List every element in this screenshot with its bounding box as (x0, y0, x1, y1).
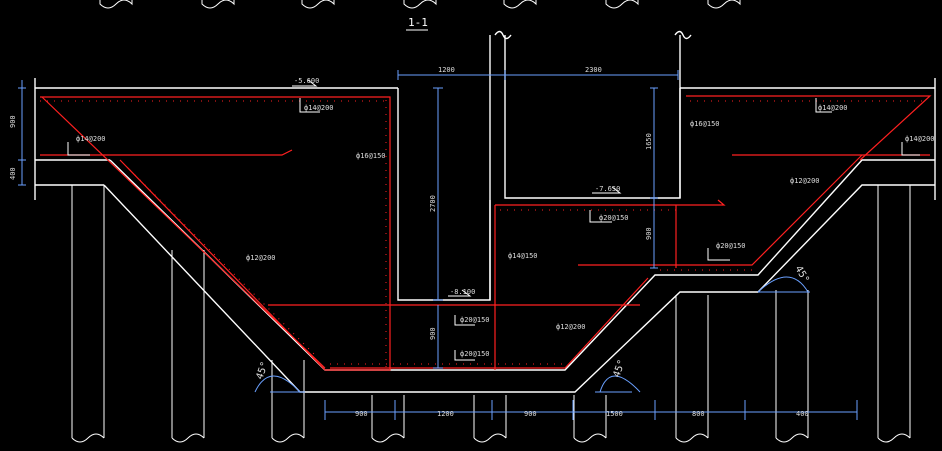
rebar-label-9: ф12@200 (790, 177, 820, 185)
rebar-label-14: ф20@150 (460, 350, 490, 358)
dim-height-lower: 900 (429, 327, 437, 340)
pile-8 (775, 290, 809, 443)
dim-depth-mid: 2700 (429, 195, 437, 212)
pile-2 (171, 250, 205, 443)
dim-bottom-3: 900 (524, 410, 537, 418)
rebar-label-3: ф14@200 (818, 104, 848, 112)
elev-top: -5.600 (294, 77, 319, 85)
rebar-label-1: ф14@200 (304, 104, 334, 112)
rebar-label-6: ф16@150 (690, 120, 720, 128)
rebar-bottom (330, 277, 649, 369)
dim-bottom-1: 900 (355, 410, 368, 418)
dim-bottom (324, 400, 858, 420)
dim-bottom-6: 400 (796, 410, 809, 418)
rebar-label-4: ф14@200 (905, 135, 935, 143)
elev-right-step: -7.650 (595, 185, 620, 193)
dim-lower-v (433, 305, 443, 369)
rebar-label-5: ф16@150 (356, 152, 386, 160)
rebar-ticks (40, 100, 928, 368)
pile-tops (99, 0, 741, 9)
rebar-label-8: ф12@200 (246, 254, 276, 262)
rebar-step (495, 199, 726, 206)
dim-height-left-top: 900 (9, 115, 17, 128)
angle-arc-right (595, 375, 641, 393)
dim-height-right-step: 900 (645, 227, 653, 240)
piles (71, 185, 911, 443)
dim-bottom-5: 800 (692, 410, 705, 418)
rebar-label-12: ф20@150 (716, 242, 746, 250)
rebar-label-10: ф12@200 (556, 323, 586, 331)
elev-bottom-step: -8.100 (450, 288, 475, 296)
dim-left (18, 80, 26, 186)
rebar-diagonal-left (41, 96, 326, 369)
dimension-lines (18, 70, 858, 420)
rebar-label-2: ф14@200 (76, 135, 106, 143)
angle-arc-left (254, 375, 305, 393)
pile-1 (71, 185, 105, 443)
pile-5 (473, 395, 507, 443)
leaders (67, 79, 920, 361)
dim-upper-left: 1200 (438, 66, 455, 74)
dim-top (397, 70, 679, 80)
basin-inner (109, 159, 935, 371)
rebar-label-7: ф14@150 (508, 252, 538, 260)
dim-center-v (433, 87, 443, 301)
dim-depth-right: 1650 (645, 133, 653, 150)
angle-left: 45° (254, 360, 271, 381)
rebar-label-11: ф20@150 (599, 214, 629, 222)
rebar-horizontal-left (40, 149, 293, 156)
pile-4 (371, 395, 405, 443)
dim-step-v (650, 198, 658, 269)
center-wall-left (397, 35, 491, 301)
rebar-top-left (40, 96, 391, 371)
dim-bottom-2: 1200 (437, 410, 454, 418)
pit-right-wall (489, 88, 681, 300)
rebar-right-top (686, 95, 932, 161)
angle-right-bottom: 45° (611, 358, 628, 379)
rebar-step-lower (578, 154, 863, 266)
angle-arc-top (757, 276, 810, 293)
basin-outer (103, 184, 935, 393)
angle-right-top: 45° (792, 264, 811, 285)
pile-7 (675, 295, 709, 443)
rebar (40, 95, 932, 371)
rebar-label-13: ф20@150 (460, 316, 490, 324)
section-title: 1-1 (408, 16, 428, 29)
labels: 1-1 -5.600 -8.100 -7.650 1200 2300 2700 … (9, 16, 935, 418)
pile-3 (271, 360, 305, 443)
dim-bottom-4: 1500 (606, 410, 623, 418)
pile-9 (877, 185, 911, 443)
pile-6 (573, 395, 607, 443)
dim-upper-right: 2300 (585, 66, 602, 74)
dim-height-left-slab: 400 (9, 167, 17, 180)
